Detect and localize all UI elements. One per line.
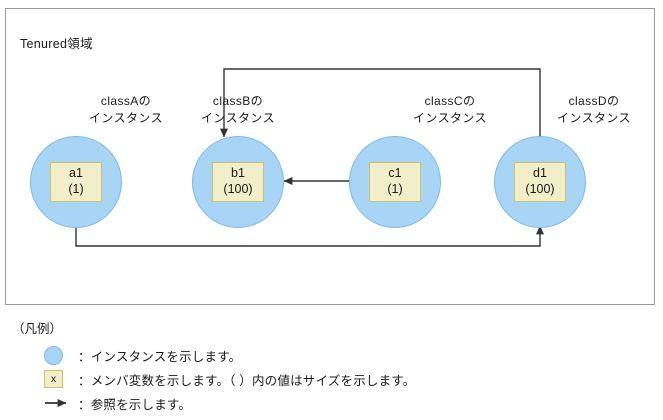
- instance-label-c1-line2: インスタンス: [413, 111, 487, 126]
- member-box-icon-label: x: [50, 373, 57, 385]
- member-name-c1: c1: [388, 166, 402, 181]
- member-box-b1: b1 (100): [212, 162, 264, 202]
- instance-label-b1-line1: classBの: [212, 94, 264, 108]
- member-box-a1: a1 (1): [50, 162, 102, 202]
- member-box-c1: c1 (1): [369, 162, 421, 202]
- instance-label-a1-line1: classAの: [100, 94, 152, 108]
- legend-item-reference: ：参照を示します。: [44, 391, 652, 415]
- instance-circle-icon: [44, 345, 63, 365]
- legend-text-instance: ：インスタンスを示します。: [78, 349, 242, 364]
- instance-label-b1-line2: インスタンス: [201, 111, 275, 126]
- panel-title: Tenured領域: [20, 37, 93, 51]
- legend-text-member: ：メンバ変数を示します。（ ）内の値はサイズを示します。: [78, 373, 416, 388]
- legend-key-reference: [44, 398, 78, 408]
- instance-d1[interactable]: d1 (100): [494, 136, 586, 228]
- member-size-a1: (1): [68, 182, 84, 196]
- member-size-c1: (1): [387, 182, 403, 196]
- instance-label-d1: classDの インスタンス: [519, 93, 663, 128]
- legend-key-member: x: [44, 370, 78, 388]
- member-box-icon: x: [44, 370, 63, 388]
- legend-item-instance: ：インスタンスを示します。: [44, 343, 652, 367]
- legend-key-instance: [44, 345, 78, 365]
- legend-title: （凡例）: [12, 322, 63, 336]
- member-size-b1: (100): [223, 182, 253, 196]
- legend: （凡例） ：インスタンスを示します。 x ：メンバ変数を示します。（ ）内の値は…: [12, 318, 652, 415]
- member-name-d1: d1: [533, 166, 547, 181]
- instance-label-a1: classAの インスタンス: [51, 93, 201, 128]
- instance-label-b1: classBの インスタンス: [163, 93, 313, 128]
- member-name-a1: a1: [69, 166, 83, 181]
- instance-a1[interactable]: a1 (1): [30, 136, 122, 228]
- reference-arrow-icon: [45, 399, 67, 407]
- instance-circle-c1: [349, 136, 441, 228]
- member-name-b1: b1: [231, 166, 245, 181]
- legend-item-member: x ：メンバ変数を示します。（ ）内の値はサイズを示します。: [44, 367, 652, 391]
- instance-label-d1-line2: インスタンス: [557, 111, 631, 126]
- instance-label-c1: classCの インスタンス: [375, 93, 525, 128]
- instance-label-d1-line1: classDの: [568, 94, 620, 108]
- instance-b1[interactable]: b1 (100): [192, 136, 284, 228]
- legend-text-reference: ：参照を示します。: [78, 397, 192, 412]
- instance-c1[interactable]: c1 (1): [349, 136, 441, 228]
- member-box-d1: d1 (100): [514, 162, 566, 202]
- member-size-d1: (100): [525, 182, 555, 196]
- instance-label-a1-line2: インスタンス: [89, 111, 163, 126]
- instance-label-c1-line1: classCの: [424, 94, 476, 108]
